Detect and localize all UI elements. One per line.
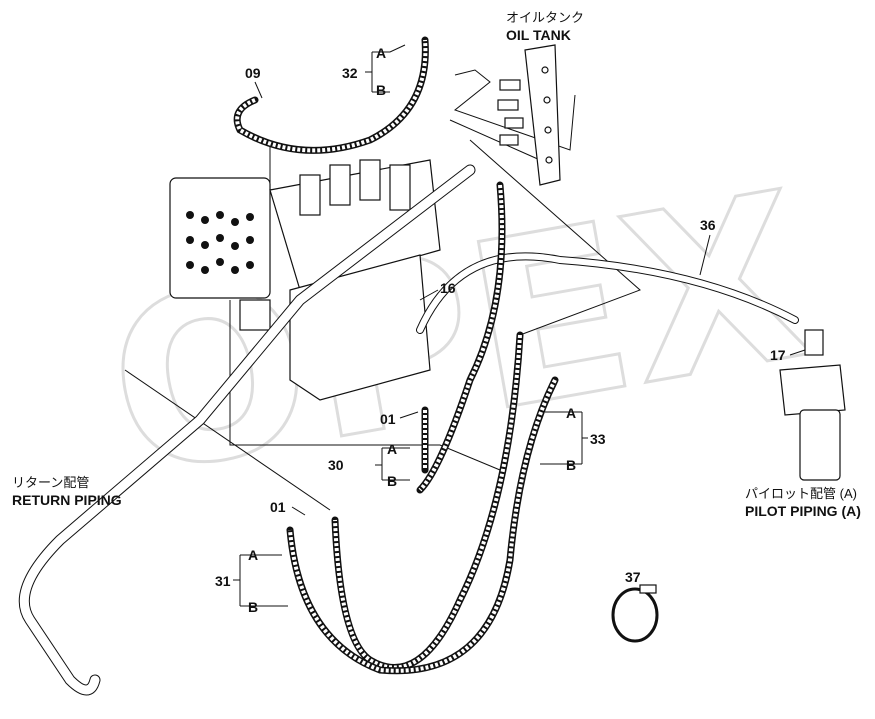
callout-30: 30 <box>328 457 344 473</box>
leader-lines <box>124 69 641 511</box>
return-jp-label: リターン配管 <box>12 475 89 490</box>
callout-32-a: A <box>376 45 386 61</box>
callout-31: 31 <box>215 573 231 589</box>
callout-36: 36 <box>700 217 716 233</box>
callout-32-b: B <box>376 82 386 98</box>
callout-33-b: B <box>566 457 576 473</box>
callout-30-a: A <box>387 441 397 457</box>
callout-33-a: A <box>566 405 576 421</box>
callouts: 32 A B 09 36 16 17 01 30 A B 33 A B 01 3… <box>215 44 806 615</box>
callout-16: 16 <box>440 280 456 296</box>
return-pipe <box>18 164 476 696</box>
oil-tank-en-label: OIL TANK <box>506 27 571 43</box>
callout-33: 33 <box>590 431 606 447</box>
callout-17: 17 <box>770 347 786 363</box>
callout-01-upper: 01 <box>380 411 396 427</box>
callout-30-b: B <box>387 473 397 489</box>
callout-01-lower: 01 <box>270 499 286 515</box>
hose-clamp <box>611 584 659 643</box>
oil-tank-flange <box>497 44 561 186</box>
return-en-label: RETURN PIPING <box>12 492 122 508</box>
callout-09: 09 <box>245 65 261 81</box>
hoses <box>233 36 559 675</box>
control-valve <box>169 159 441 401</box>
callout-37: 37 <box>625 569 641 585</box>
oil-tank-jp-label: オイルタンク <box>506 10 584 25</box>
pilot-line-36 <box>416 252 799 334</box>
callout-31-b: B <box>248 599 258 615</box>
pilot-jp-label: パイロット配管 (A) <box>745 486 857 501</box>
callout-32: 32 <box>342 65 358 81</box>
pilot-filter <box>779 329 846 481</box>
pilot-en-label: PILOT PIPING (A) <box>745 503 861 519</box>
